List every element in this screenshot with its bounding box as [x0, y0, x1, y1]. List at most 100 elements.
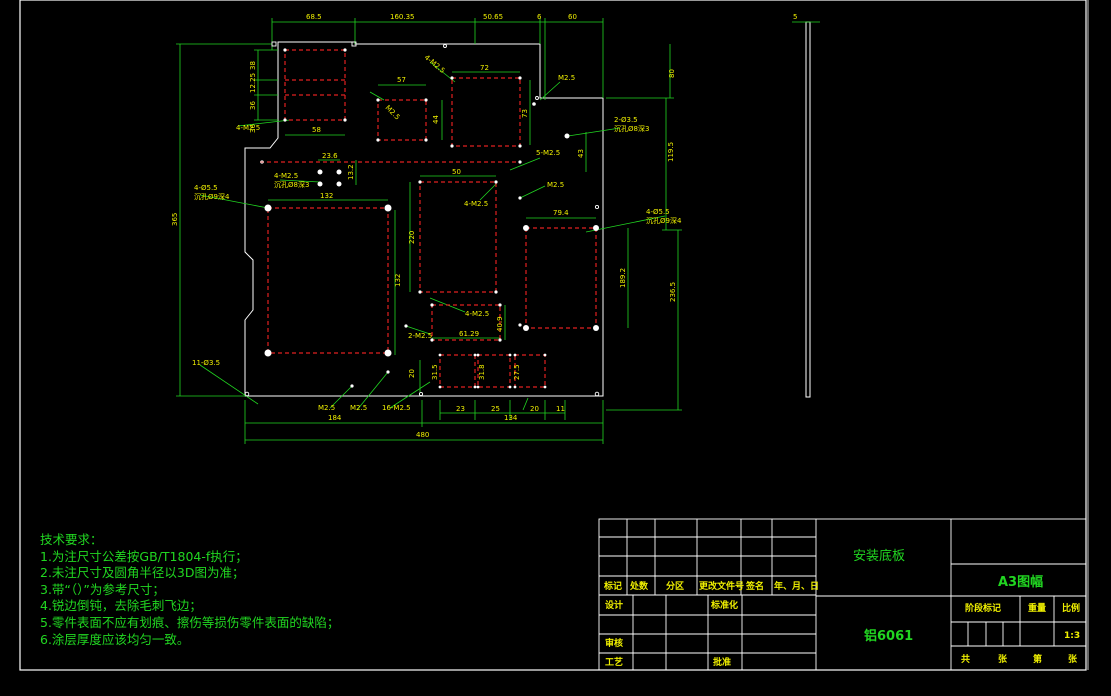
dim-top-1: 68.5 — [306, 13, 322, 21]
tb-weight: 重量 — [1028, 602, 1046, 614]
dim-w-58: 58 — [312, 126, 321, 134]
dim-small-h-3: 31.8 — [478, 364, 486, 380]
title-block — [598, 518, 1087, 671]
callout-14: 11-Ø3.5 — [192, 359, 220, 367]
dim-w-132: 132 — [320, 192, 333, 200]
tech-req-item-2: 2.未注尺寸及圆角半径以3D图为准； — [40, 565, 245, 581]
dim-bottom-left: 184 — [328, 414, 342, 422]
tb-page: 第 — [1033, 653, 1042, 665]
dim-h-220: 220 — [408, 231, 416, 244]
hole-callouts: 4-M2.5 M2.5 4-M2.5 M2.5 2-Ø3.5 沉孔Ø8深3 4-… — [192, 53, 682, 412]
callout-6b: 沉孔Ø9深4 — [194, 192, 230, 201]
dim-h-236-5: 236.5 — [669, 282, 677, 302]
dim-h-40-9: 40.9 — [496, 316, 504, 332]
tb-header-date: 年、月、日 — [774, 580, 819, 592]
tb-scale-label: 比例 — [1062, 602, 1080, 614]
callout-10: 4-M2.5 — [464, 200, 488, 208]
callout-7a: 4-M2.5 — [274, 172, 298, 180]
dim-h-44: 44 — [432, 115, 440, 124]
dimension-lines — [176, 18, 820, 444]
dimension-values: 68.5 160.35 50.65 6 60 5 184 134 480 365… — [171, 13, 797, 439]
dim-w-50: 50 — [452, 168, 461, 176]
tb-header-change-doc: 更改文件号 — [699, 580, 744, 592]
tb-process: 工艺 — [605, 656, 623, 668]
tb-total: 共 — [961, 653, 970, 665]
tech-req-item-3: 3.带“（）”为参考尺寸； — [40, 581, 165, 597]
dim-h-80: 80 — [668, 69, 676, 78]
tb-stage-mark: 阶段标记 — [965, 602, 1001, 614]
callout-6a: 4-Ø5.5 — [194, 184, 218, 192]
dim-w-23-6: 23.6 — [322, 152, 338, 160]
dim-left-height: 365 — [171, 213, 179, 226]
technical-requirements: 技术要求： 1.为注尺寸公差按GB/T1804-f执行； 2.未注尺寸及圆角半径… — [40, 532, 339, 648]
tb-approve: 批准 — [713, 656, 731, 668]
callout-5a: 2-Ø3.5 — [614, 116, 638, 124]
callout-5b: 沉孔Ø8深3 — [614, 124, 649, 133]
tb-header-count: 处数 — [629, 580, 649, 592]
tech-req-heading: 技术要求： — [40, 532, 103, 547]
dim-stack-4: 36 — [249, 124, 257, 133]
dim-w-72: 72 — [480, 64, 489, 72]
side-view — [805, 21, 811, 398]
callout-9: M2.5 — [547, 181, 564, 189]
callout-15: M2.5 — [318, 404, 335, 412]
dim-top-2: 160.35 — [390, 13, 415, 21]
dim-h-13-2: 13.2 — [347, 164, 355, 180]
tb-page-sheets: 张 — [1068, 653, 1078, 665]
callout-13: 2-M2.5 — [408, 332, 432, 340]
dim-side-thickness: 5 — [793, 13, 797, 21]
tech-req-item-5: 5.零件表面不应有划痕、擦伤等损伤零件表面的缺陷； — [40, 614, 340, 630]
hole-markers — [264, 48, 599, 389]
dim-w-79-4: 79.4 — [553, 209, 569, 217]
callout-3: 4-M2.5 — [423, 53, 447, 75]
tb-header-zone: 分区 — [666, 580, 684, 592]
dim-stack-1: 38 — [249, 61, 257, 70]
tb-material: 铝6061 — [864, 628, 913, 644]
dim-stack-2: 12.25 — [249, 73, 257, 93]
tb-header-signature: 签名 — [745, 580, 764, 592]
tb-design: 设计 — [605, 599, 623, 611]
callout-11a: 4-Ø5.5 — [646, 208, 670, 216]
dim-top-3: 50.65 — [483, 13, 503, 21]
dim-h-132: 132 — [394, 274, 402, 287]
dim-stack-3: 36 — [249, 101, 257, 110]
dim-small-w-4: 11 — [556, 405, 565, 413]
tech-req-item-6: 6.涂层厚度应该均匀一致。 — [40, 631, 190, 647]
dim-bottom-right: 134 — [504, 414, 518, 422]
plate-outline — [244, 41, 604, 397]
tech-req-item-1: 1.为注尺寸公差按GB/T1804-f执行； — [40, 548, 248, 564]
dim-h-189-2: 189.2 — [619, 268, 627, 288]
callout-2: M2.5 — [384, 104, 402, 122]
tb-scale-value: 1:3 — [1064, 631, 1080, 641]
small-holes — [244, 41, 600, 397]
callout-8: 5-M2.5 — [536, 149, 560, 157]
dim-small-w-2: 25 — [491, 405, 500, 413]
hole-patterns — [260, 49, 597, 388]
dim-w-61-29: 61.29 — [459, 330, 479, 338]
title-block-text: 标记 处数 分区 更改文件号 签名 年、月、日 设计 标准化 审核 工艺 批准 … — [603, 548, 1080, 668]
callout-12: 4-M2.5 — [465, 310, 489, 318]
dim-small-h-1: 20 — [408, 369, 416, 378]
dim-h-43: 43 — [577, 149, 585, 158]
tb-part-name: 安装底板 — [853, 548, 905, 564]
tb-review: 审核 — [605, 637, 623, 649]
dim-top-4: 6 — [537, 13, 542, 21]
callout-17: 16-M2.5 — [382, 404, 411, 412]
dim-overall-width: 480 — [416, 431, 429, 439]
callout-1: 4-M2.5 — [236, 124, 260, 132]
callout-11b: 沉孔Ø9深4 — [646, 216, 682, 225]
dim-small-w-1: 23 — [456, 405, 465, 413]
dim-top-5: 60 — [568, 13, 577, 21]
tb-standardization: 标准化 — [710, 599, 738, 611]
dim-small-w-3: 20 — [530, 405, 539, 413]
dim-h-73: 73 — [521, 109, 529, 118]
tb-sheets: 张 — [998, 653, 1008, 665]
dim-small-h-4: 27.5 — [513, 364, 521, 380]
tech-req-item-4: 4.锐边倒钝，去除毛刺飞边； — [40, 598, 202, 614]
callout-7b: 沉孔Ø8深3 — [274, 180, 309, 189]
tb-sheet-size: A3图幅 — [998, 574, 1043, 590]
dim-small-h-2: 31.5 — [431, 364, 439, 380]
sheet-frame — [19, 0, 1087, 671]
tb-header-mark: 标记 — [603, 580, 622, 592]
